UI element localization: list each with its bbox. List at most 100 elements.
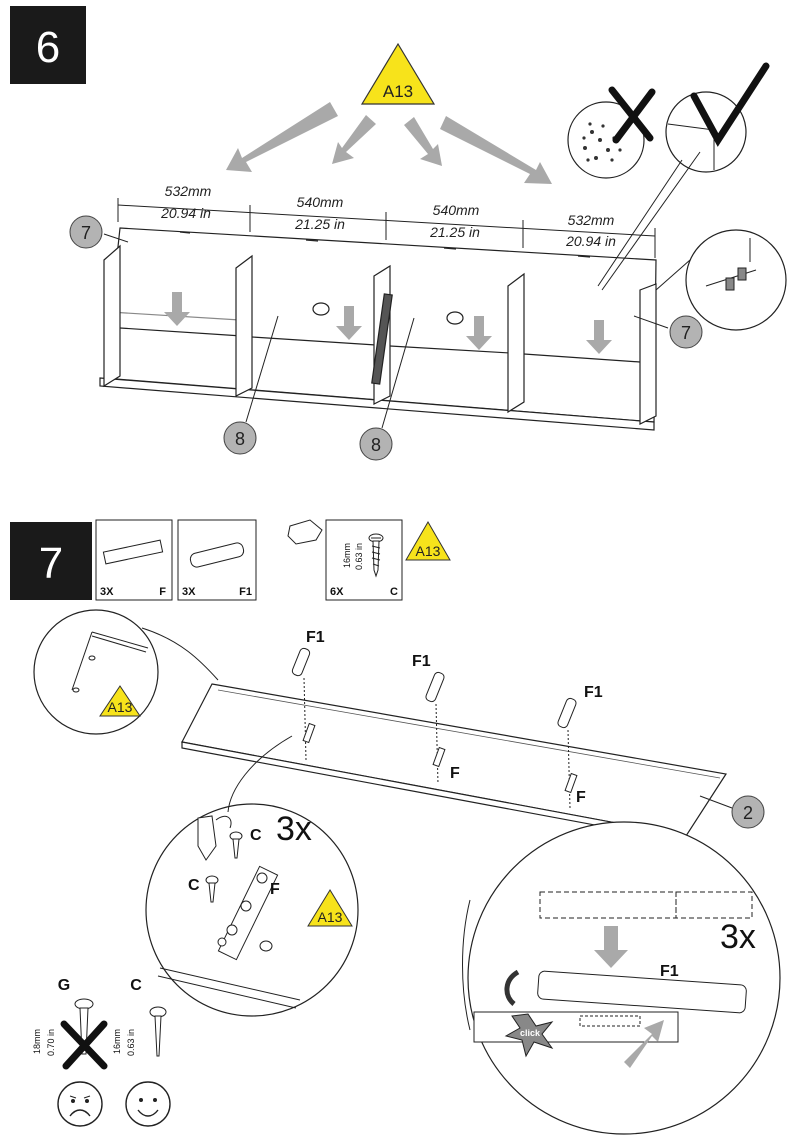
warning-label: A13: [383, 82, 413, 101]
part-f-code: F: [159, 586, 166, 598]
f1-pusher-1: F1: [291, 629, 325, 761]
part-box-f: 3X F: [95, 519, 173, 601]
part-f-qty: 3X: [100, 586, 114, 598]
f1-label-opener: F1: [660, 963, 679, 980]
down-arrow-icon: [466, 316, 492, 350]
f-label-1: F: [450, 765, 460, 782]
c-size-mm: 16mm: [112, 1029, 122, 1054]
screw-c-icon: [149, 1006, 167, 1057]
rotate-arrow-icon: [504, 969, 520, 1006]
warning-label: A13: [416, 543, 441, 559]
step-6-number: 6: [36, 23, 60, 72]
sad-face-icon: [57, 1081, 103, 1127]
push-arrow-icon: [624, 1020, 664, 1068]
f1-pusher-3: F1: [557, 684, 603, 809]
f1-pusher-2: F1: [412, 653, 445, 785]
callout-8-right: 8: [359, 317, 415, 461]
screw-detail-bubble: C C F 3x A13: [145, 735, 359, 1017]
screw-icon: [229, 831, 243, 859]
down-arrow-icon: [336, 306, 362, 340]
callout-8-left-num: 8: [235, 429, 245, 449]
hinge-plate-icon: [102, 539, 164, 565]
g-label: G: [58, 977, 70, 994]
callout-2: 2: [699, 795, 765, 829]
step-7: 7 3X F 3X F1 16mm 0.63 in: [10, 519, 781, 1135]
dimension-1-in: 20.94 in: [160, 205, 211, 221]
push-opener-body: [537, 970, 747, 1014]
push-opener-detail-bubble: 3x F1 click: [462, 821, 781, 1135]
click-label: click: [520, 1028, 541, 1038]
dimension-line: [117, 198, 656, 258]
arrow-icon: [226, 102, 338, 172]
arrow-icon: [332, 115, 376, 164]
g-size-in: 0.70 in: [46, 1029, 56, 1056]
f-label-detail: F: [270, 881, 280, 898]
dimension-4-in: 20.94 in: [565, 233, 616, 249]
dimension-2-in: 21.25 in: [294, 216, 345, 232]
c-label-detail: C: [250, 827, 262, 844]
part-box-f1: 3X F1: [177, 519, 257, 601]
c-label: C: [130, 977, 142, 994]
down-arrow-icon: [594, 926, 628, 968]
screw-icon: [205, 875, 219, 903]
part-c-qty: 6X: [330, 586, 344, 598]
c-label-detail-2: C: [188, 877, 200, 894]
dimension-3-in: 21.25 in: [429, 224, 480, 240]
f-plates: [302, 722, 578, 794]
callout-7-left: 7: [69, 215, 129, 249]
g-size-mm: 18mm: [32, 1029, 42, 1054]
part-c-code: C: [390, 586, 398, 598]
warning-triangle-a13: A13: [405, 521, 451, 561]
step-6-box: [10, 6, 86, 84]
screwdriver-icon: [197, 815, 232, 861]
edge-detail-bubble: A13: [33, 609, 219, 735]
f1-label-3: F1: [584, 684, 603, 701]
times-label-opener: 3x: [720, 918, 756, 956]
down-arrows: [164, 292, 612, 354]
happy-face-icon: [125, 1081, 171, 1127]
screw-icon: [368, 533, 384, 578]
warning-label-2: A13: [108, 699, 133, 715]
screw-comparison: G 18mm 0.70 in C 16mm 0.63 in: [32, 977, 171, 1127]
dimension-1-mm: 532mm: [165, 183, 212, 199]
arrow-icon: [404, 117, 442, 166]
down-arrow-icon: [164, 292, 190, 326]
f1-label-1: F1: [306, 629, 325, 646]
callout-8-right-num: 8: [371, 435, 381, 455]
f1-label-2: F1: [412, 653, 431, 670]
step-7-number: 7: [39, 539, 63, 588]
dimension-3-mm: 540mm: [433, 202, 480, 218]
distribution-arrows: [226, 102, 552, 184]
part-c-size-in: 0.63 in: [354, 543, 364, 570]
part-f1-code: F1: [239, 586, 252, 598]
correct-detail: [597, 62, 770, 291]
down-arrow-icon: [586, 320, 612, 354]
callout-2-num: 2: [743, 803, 753, 823]
f-label-2: F: [576, 789, 586, 806]
cross-icon: [60, 1020, 108, 1070]
hinge-plate-f: [217, 865, 279, 961]
times-label-detail: 3x: [276, 810, 312, 848]
dimension-2-mm: 540mm: [297, 194, 344, 210]
step-6: 6 A13 532mm 20.94 in 540mm 21.25 in 540m…: [10, 6, 787, 461]
push-opener-icon: [189, 542, 245, 568]
connector-detail: [655, 229, 787, 331]
callout-7-left-num: 7: [81, 223, 91, 243]
warning-triangle-a13: A13: [360, 42, 436, 105]
dimension-4-mm: 532mm: [568, 212, 615, 228]
cross-icon: [608, 86, 656, 144]
bag-icon: [287, 519, 323, 545]
part-c-size-mm: 16mm: [342, 543, 352, 568]
checkmark-icon: [690, 62, 770, 147]
cabinet-drawing: [99, 227, 657, 431]
callout-7-right-num: 7: [681, 323, 691, 343]
part-f1-qty: 3X: [182, 586, 196, 598]
warning-label-3: A13: [318, 909, 343, 925]
c-size-in: 0.63 in: [126, 1029, 136, 1056]
part-box-c: 16mm 0.63 in 6X C: [325, 519, 403, 601]
arrow-icon: [440, 116, 552, 184]
wrong-texture-detail: [567, 86, 656, 179]
step-7-box: [10, 522, 92, 600]
callout-7-right: 7: [633, 315, 703, 349]
